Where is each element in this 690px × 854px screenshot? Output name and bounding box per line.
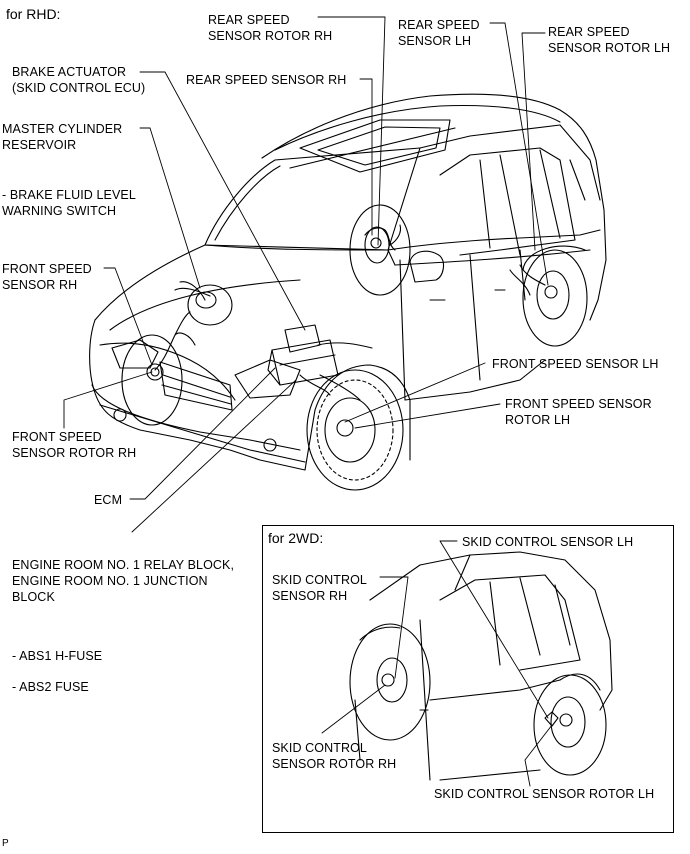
inset-vehicle xyxy=(354,551,613,781)
inset-2wd-frame xyxy=(262,525,674,833)
front-right-wheel xyxy=(121,334,183,426)
label-front-speed-sensor-rh: FRONT SPEED SENSOR RH xyxy=(2,262,92,292)
inset-leader-lines xyxy=(321,540,553,787)
label-rear-speed-sensor-lh: REAR SPEED SENSOR LH xyxy=(398,18,480,48)
brake-booster xyxy=(174,281,233,326)
inset-rear-left-wheel xyxy=(533,674,607,776)
label-skid-control-sensor-lh: SKID CONTROL SENSOR LH xyxy=(462,535,634,549)
main-header: for RHD: xyxy=(6,6,61,22)
label-skid-control-sensor-rotor-rh: SKID CONTROL SENSOR ROTOR RH xyxy=(272,741,397,771)
label-rear-speed-sensor-rotor-lh: REAR SPEED SENSOR ROTOR LH xyxy=(548,25,671,55)
label-ecm: ECM xyxy=(94,493,123,507)
label-master-cylinder-reservoir: MASTER CYLINDER RESERVOIR xyxy=(2,122,123,152)
rear-left-wheel xyxy=(522,245,588,347)
sensor-wiring xyxy=(154,224,546,401)
front-left-wheel xyxy=(306,369,404,491)
label-abs1-fuse: - ABS1 H-FUSE xyxy=(12,649,103,663)
label-skid-control-sensor-rh: SKID CONTROL SENSOR RH xyxy=(272,573,367,603)
label-engine-room-relay-block: ENGINE ROOM NO. 1 RELAY BLOCK, ENGINE RO… xyxy=(12,558,235,604)
label-skid-control-sensor-rotor-lh: SKID CONTROL SENSOR ROTOR LH xyxy=(434,787,655,801)
label-brake-actuator: BRAKE ACTUATOR (SKID CONTROL ECU) xyxy=(12,65,146,95)
label-front-speed-sensor-lh: FRONT SPEED SENSOR LH xyxy=(492,357,659,371)
label-rear-speed-sensor-rotor-rh: REAR SPEED SENSOR ROTOR RH xyxy=(208,13,333,43)
label-rear-speed-sensor-rh: REAR SPEED SENSOR RH xyxy=(186,73,347,87)
label-front-speed-sensor-rotor-rh: FRONT SPEED SENSOR ROTOR RH xyxy=(12,430,137,460)
inset-rear-right-wheel xyxy=(349,623,431,741)
inset-header: for 2WD: xyxy=(268,530,324,546)
label-front-speed-sensor-rotor-lh: FRONT SPEED SENSOR ROTOR LH xyxy=(505,397,652,427)
label-brake-fluid-level-switch: - BRAKE FLUID LEVEL WARNING SWITCH xyxy=(2,188,136,218)
label-abs2-fuse: - ABS2 FUSE xyxy=(12,680,89,694)
leader-lines xyxy=(63,16,549,533)
figure-code: P xyxy=(2,838,9,849)
rear-right-wheel xyxy=(349,204,411,296)
brake-actuator-unit xyxy=(267,324,373,396)
